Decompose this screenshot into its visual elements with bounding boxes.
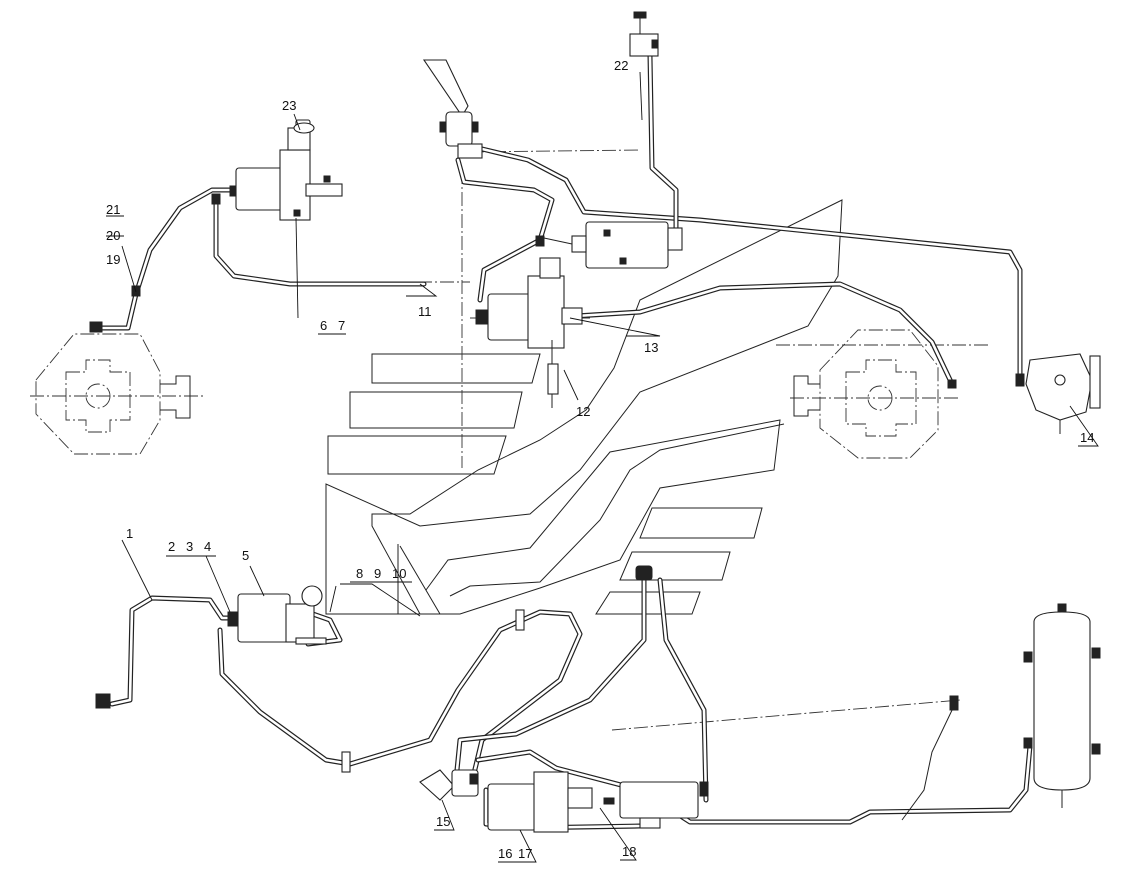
lower-left-brake-chamber	[95, 585, 327, 709]
fittings	[89, 193, 959, 821]
callout-4: 4	[204, 539, 211, 554]
callout-17: 17	[518, 846, 532, 861]
callout-1: 1	[126, 526, 133, 541]
frame-outline	[325, 199, 843, 615]
callout-23: 23	[282, 98, 296, 113]
callout-13: 13	[644, 340, 658, 355]
pipes	[93, 53, 1033, 831]
callout-3: 3	[186, 539, 193, 554]
leader-lines	[106, 71, 1099, 863]
callout-18: 18	[622, 844, 636, 859]
reservoir-14	[1015, 353, 1101, 434]
center-upper-brake-chamber	[535, 221, 683, 269]
upper-left-brake-chamber	[229, 119, 343, 221]
center-brake-chamber	[475, 257, 583, 408]
callout-7: 7	[338, 318, 345, 333]
main-air-reservoir	[1023, 603, 1101, 808]
callout-20: 20	[106, 228, 120, 243]
left-wheel-hub	[35, 333, 191, 455]
callout-22: 22	[614, 58, 628, 73]
brake-pedal-valve	[419, 769, 479, 801]
callout-10: 10	[392, 566, 406, 581]
right-wheel-hub	[793, 329, 939, 459]
callout-9: 9	[374, 566, 381, 581]
callout-2: 2	[168, 539, 175, 554]
lower-center-brake-chamber	[487, 771, 709, 833]
callout-5: 5	[242, 548, 249, 563]
callout-14: 14	[1080, 430, 1094, 445]
top-right-valve	[629, 11, 659, 57]
callout-6: 6	[320, 318, 327, 333]
callout-11: 11	[418, 304, 432, 319]
callout-labels: 1 2 3 4 5 6 7 8 9 10 11 12 13 14 15 16 1…	[106, 58, 1094, 861]
hand-brake-valve	[422, 59, 483, 159]
callout-19: 19	[106, 252, 120, 267]
callout-15: 15	[436, 814, 450, 829]
callout-8: 8	[356, 566, 363, 581]
callout-16: 16	[498, 846, 512, 861]
callout-12: 12	[576, 404, 590, 419]
callout-21: 21	[106, 202, 120, 217]
